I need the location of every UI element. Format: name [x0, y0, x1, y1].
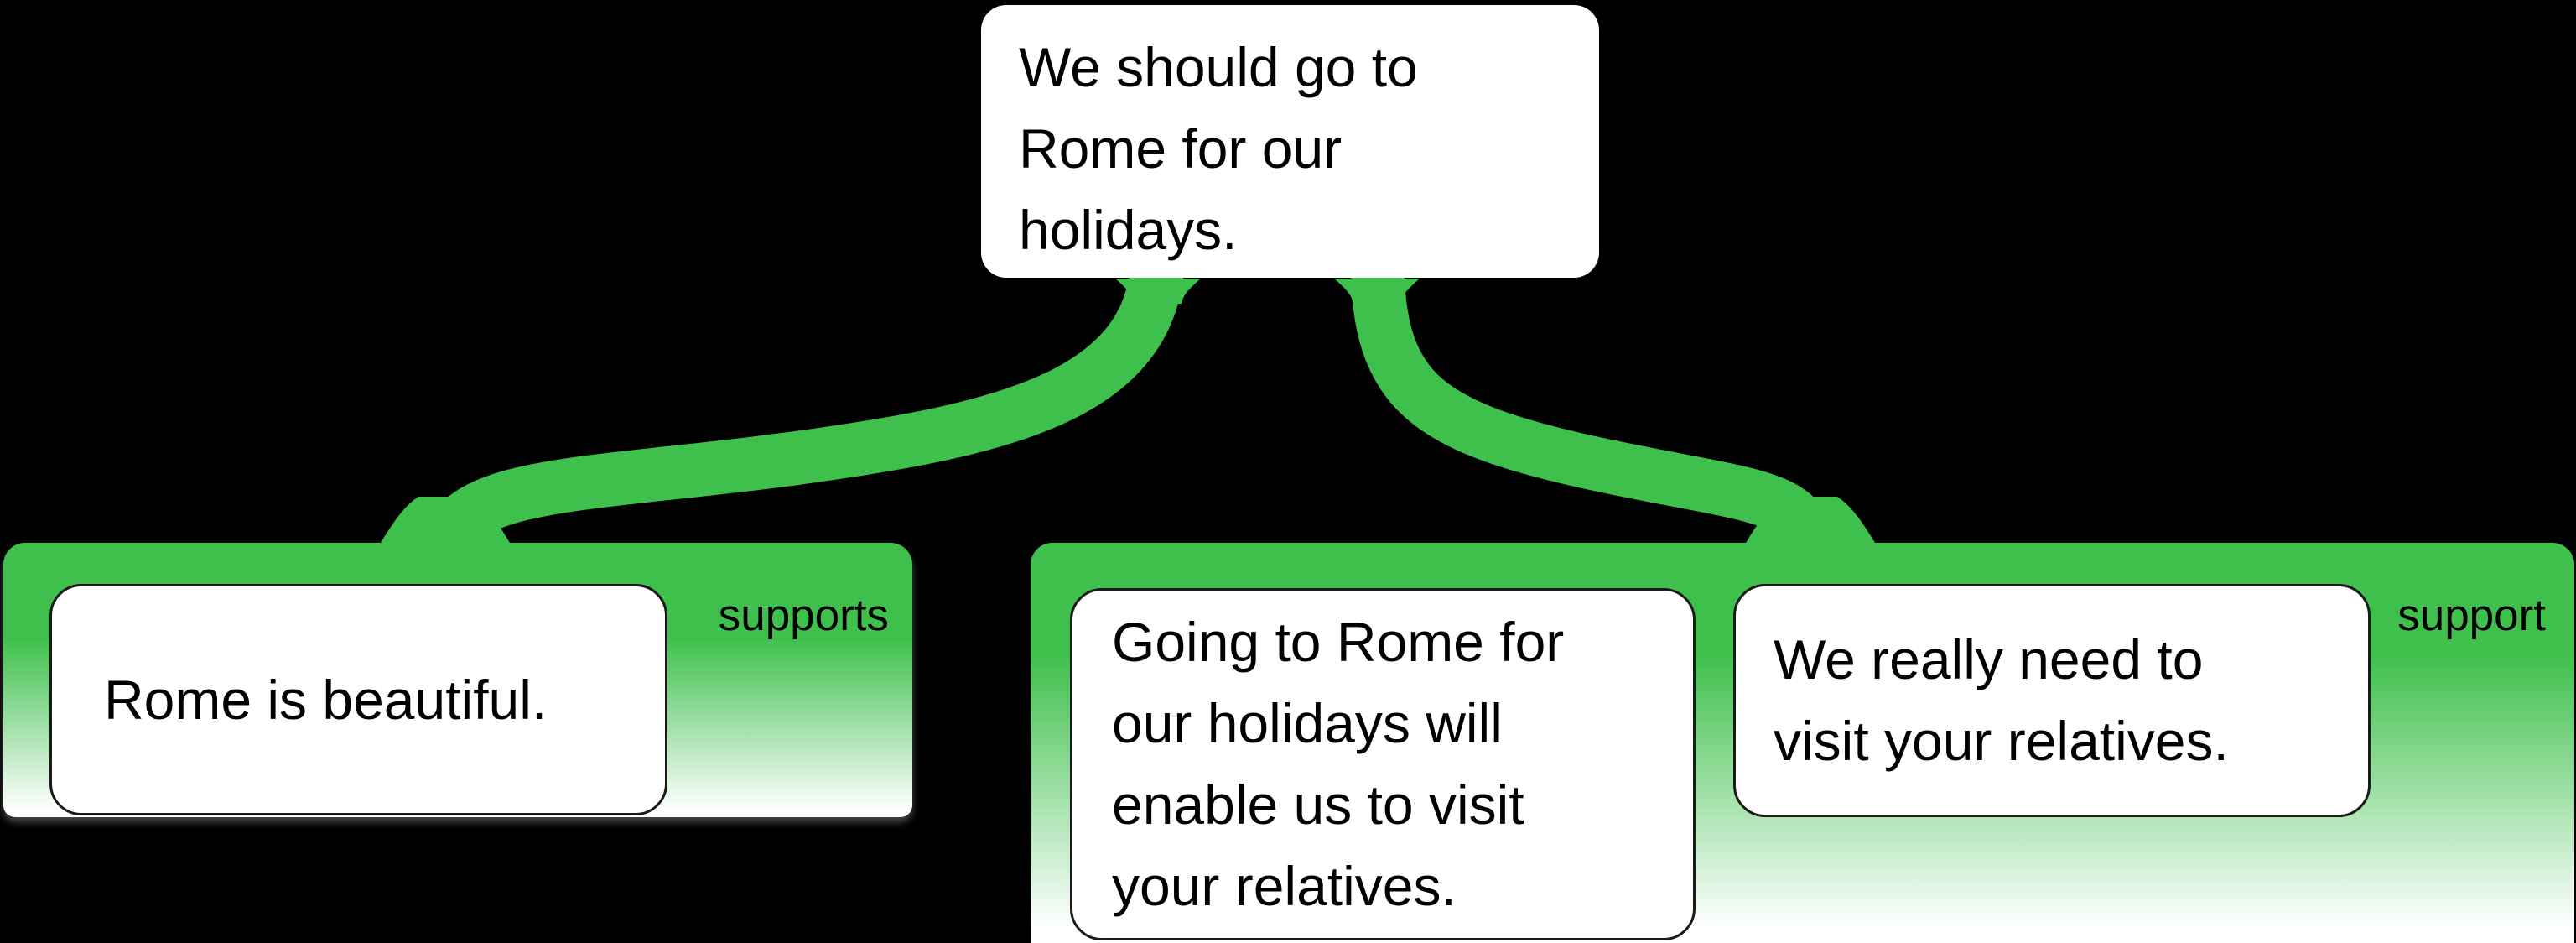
statement-line: visit your relatives. — [1774, 710, 2229, 772]
argument-group-left[interactable]: supports Rome is beautiful. — [3, 543, 912, 817]
statement-box-rome[interactable]: Rome is beautiful. — [49, 584, 667, 815]
supports-edge-right[interactable] — [1334, 251, 1884, 560]
statement-line: We really need to — [1774, 628, 2204, 690]
statement-box-visit-relatives[interactable]: We really need to visit your relatives. — [1733, 584, 2371, 817]
supports-edge-right-top-flare — [1334, 279, 1420, 304]
statement-line: Going to Rome for — [1112, 611, 1565, 673]
argument-group-right[interactable]: support Going to Rome for our holidays w… — [1031, 543, 2574, 943]
relation-label-supports: supports — [718, 591, 889, 640]
supports-edge-left[interactable] — [371, 251, 1201, 560]
supports-edge-right-ribbon — [1350, 251, 1837, 560]
statement-line: Rome for our — [1019, 117, 1343, 180]
statement-line: holidays. — [1019, 199, 1238, 261]
statement-line: Rome is beautiful. — [104, 668, 548, 731]
relation-label-support: support — [2397, 591, 2546, 640]
statement-line: enable us to visit — [1112, 774, 1524, 836]
supports-edge-left-ribbon — [418, 251, 1185, 560]
statement-line: our holidays will — [1112, 692, 1503, 754]
supports-edge-left-top-flare — [1115, 279, 1201, 304]
thesis-statement-box[interactable]: We should go to Rome for our holidays. — [981, 5, 1599, 278]
statement-box-going-to-rome[interactable]: Going to Rome for our holidays will enab… — [1070, 588, 1696, 940]
statement-line: We should go to — [1019, 36, 1418, 98]
statement-line: your relatives. — [1112, 855, 1457, 917]
